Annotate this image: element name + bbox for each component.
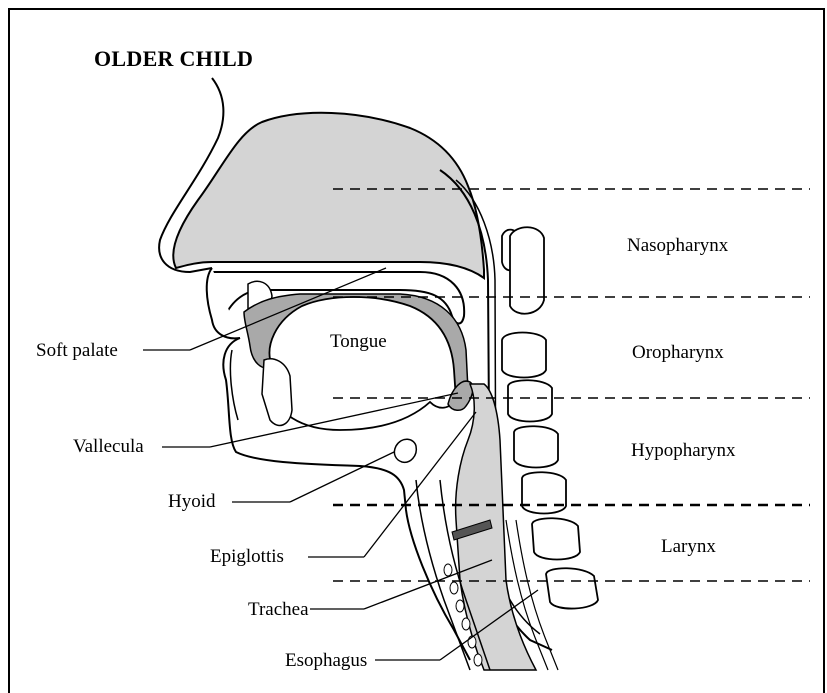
structure-label-trachea: Trachea: [248, 600, 309, 619]
structure-label-epiglottis: Epiglottis: [210, 547, 284, 566]
region-label-larynx: Larynx: [661, 537, 716, 556]
structure-label-tongue: Tongue: [330, 332, 387, 351]
nasal-cavity: [173, 113, 484, 278]
structure-label-esophagus: Esophagus: [285, 651, 367, 670]
tongue: [270, 297, 456, 430]
structure-label-hyoid: Hyoid: [168, 492, 216, 511]
cervical-spine: [502, 227, 598, 608]
structure-label-vallecula: Vallecula: [73, 437, 144, 456]
region-label-nasopharynx: Nasopharynx: [627, 236, 728, 255]
diagram-title: OLDER CHILD: [94, 48, 253, 70]
hyoid-bone: [394, 439, 416, 462]
lower-incisor: [262, 359, 292, 426]
structure-label-soft-palate: Soft palate: [36, 341, 118, 360]
region-label-hypopharynx: Hypopharynx: [631, 441, 735, 460]
region-label-oropharynx: Oropharynx: [632, 343, 724, 362]
